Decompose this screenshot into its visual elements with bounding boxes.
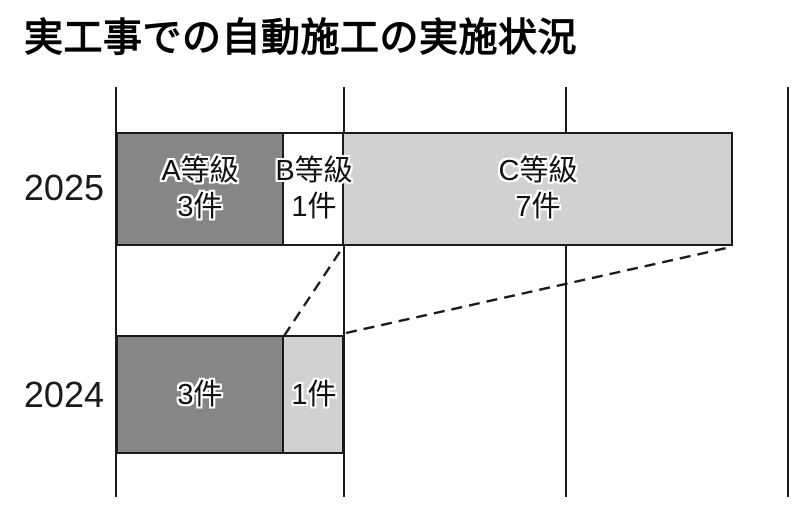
segment-label-line: A等級 <box>161 155 239 187</box>
page-title: 実工事での自動施工の実施状況 <box>24 17 578 60</box>
segment-label-line: 3件 <box>177 191 223 223</box>
segment-label-line: 7件 <box>515 191 561 223</box>
segment-label-2024-grade-c: 1件 <box>291 377 336 413</box>
bar-segment-2024-grade-a <box>116 335 284 454</box>
connector-line-left <box>282 246 345 337</box>
bar-segment-2025-grade-b <box>282 132 344 246</box>
category-label-2024: 2024 <box>23 374 104 415</box>
gridline <box>787 87 789 497</box>
segment-label-2025-grade-c: C等級 7件 <box>499 153 578 225</box>
segment-label-2025-grade-b: B等級 1件 <box>275 153 352 225</box>
bar-row-2024 <box>116 335 344 454</box>
gridline <box>115 87 117 497</box>
connector-line-right <box>345 245 732 335</box>
bar-segment-2024-grade-c <box>282 335 344 454</box>
category-label-2025: 2025 <box>23 167 104 208</box>
segment-label-line: B等級 <box>275 155 353 187</box>
segment-label-2025-grade-a: A等級 3件 <box>161 153 238 225</box>
bar-row-2025 <box>116 132 733 246</box>
segment-label-line: 3件 <box>177 379 223 411</box>
segment-label-line: 1件 <box>291 191 337 223</box>
segment-label-line: C等級 <box>498 155 578 187</box>
segment-label-line: 1件 <box>291 379 337 411</box>
bar-segment-2025-grade-c <box>342 132 733 246</box>
segment-label-2024-grade-a: 3件 <box>177 377 222 413</box>
